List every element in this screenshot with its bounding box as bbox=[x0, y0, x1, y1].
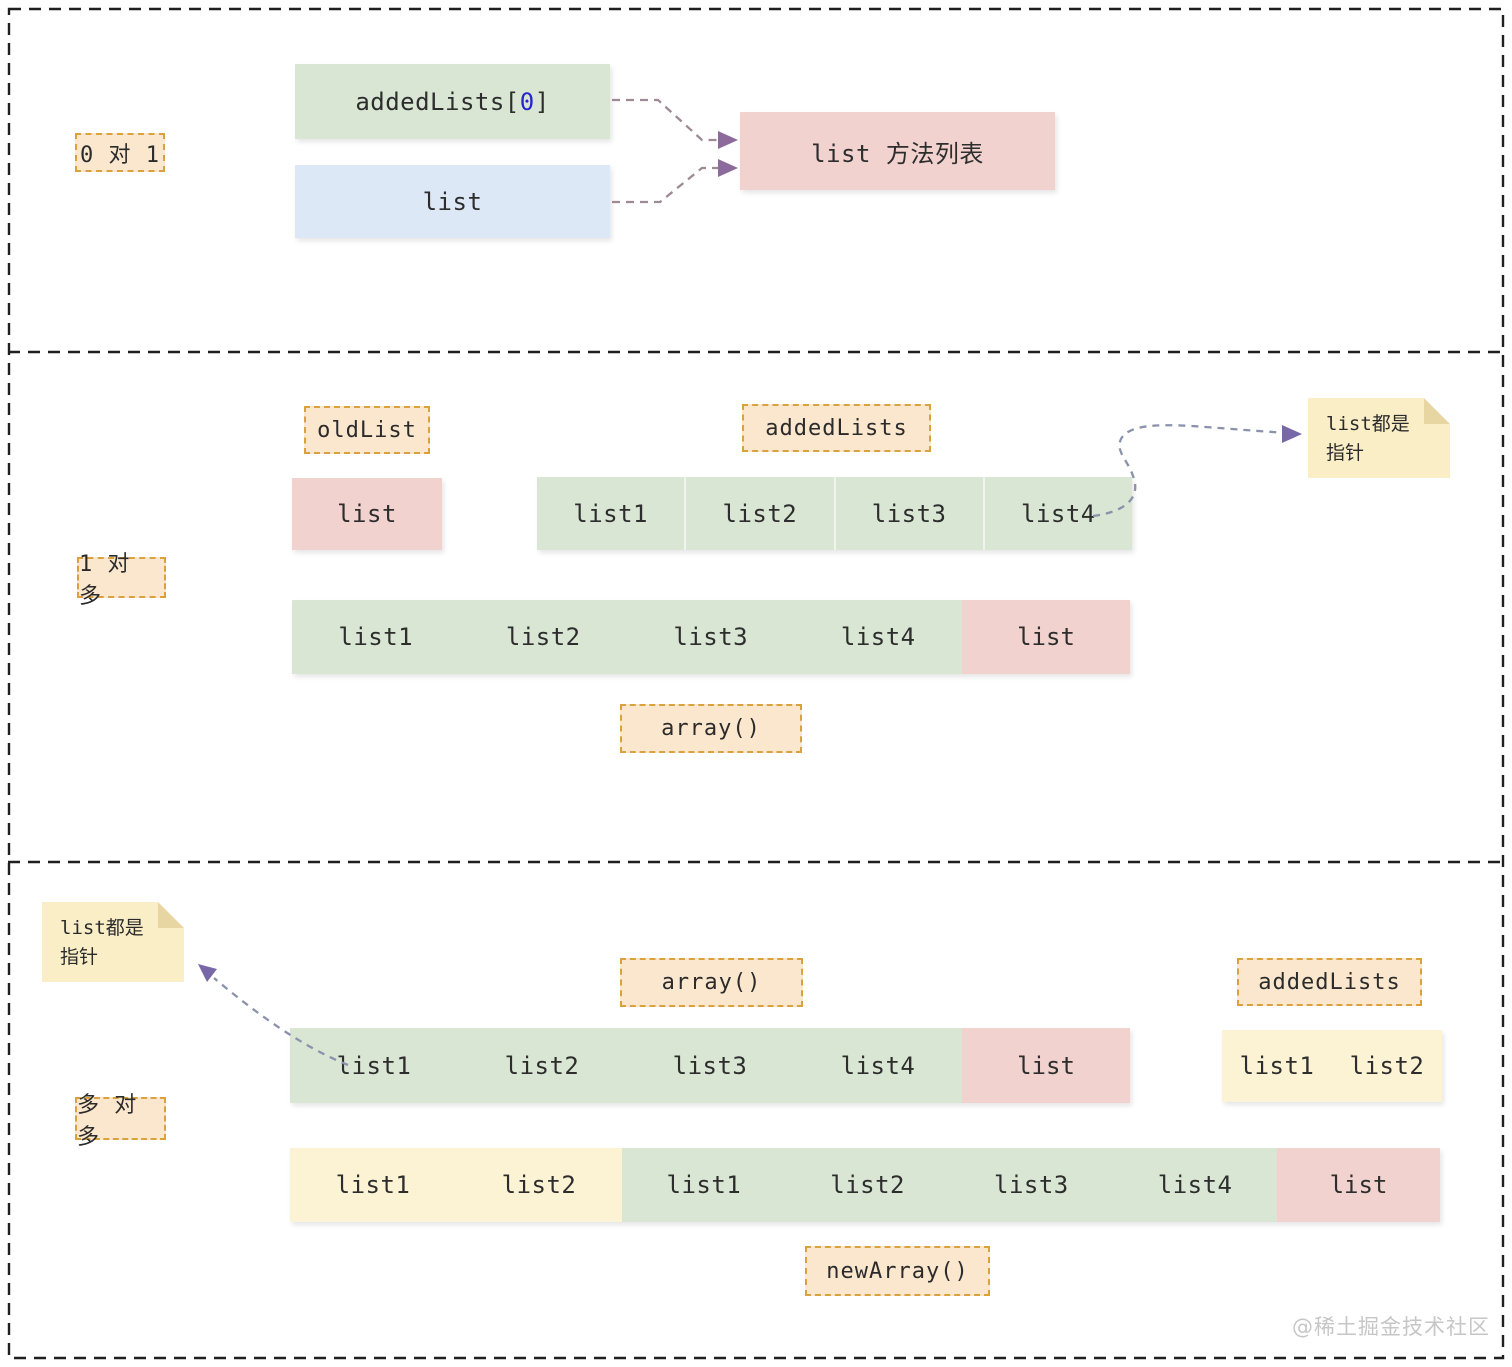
array-cell-pink: list bbox=[1277, 1148, 1440, 1222]
added-lists-0-suffix: ] bbox=[534, 87, 550, 116]
added-lists-0-prefix: addedLists[ bbox=[355, 87, 520, 116]
pointer-note-s2-line2: 指针 bbox=[1326, 442, 1365, 465]
addedlists-label-s3: addedLists bbox=[1258, 969, 1401, 995]
array-cell-pink: list bbox=[962, 600, 1130, 674]
list-box-s2: list bbox=[292, 478, 442, 550]
arrowhead-icon bbox=[198, 964, 217, 982]
addedlists-label-box-s3: addedLists bbox=[1237, 958, 1422, 1006]
added-lists-0-index: 0 bbox=[519, 87, 535, 116]
section1-tag: 0 对 1 bbox=[75, 133, 165, 172]
array-fn-label-box-s2: array() bbox=[620, 704, 802, 753]
arrow-list-to-method bbox=[612, 166, 730, 204]
arrowhead-icon bbox=[718, 131, 738, 149]
arrow-addedlists0-to-method bbox=[612, 98, 730, 142]
array-cell: list2 bbox=[830, 1171, 905, 1199]
oldlist-label: oldList bbox=[317, 417, 417, 443]
added-lists-0-box: addedLists[0] bbox=[295, 64, 610, 139]
array-cell: list1 bbox=[335, 1171, 411, 1199]
array-cell: list1 bbox=[338, 623, 414, 651]
list-method-label: list 方法列表 bbox=[811, 139, 984, 168]
addedlists-array-s3: list1 list2 bbox=[1222, 1030, 1442, 1102]
arrowhead-icon bbox=[718, 159, 738, 177]
section2-tag: 1 对 多 bbox=[77, 552, 166, 609]
array-cell: list4 bbox=[1157, 1171, 1233, 1199]
array-cell: list2 bbox=[1349, 1052, 1425, 1080]
array-cell: list2 bbox=[501, 1171, 577, 1199]
array-cell: list3 bbox=[673, 623, 749, 651]
array-cell: list2 bbox=[686, 477, 836, 550]
addedlists-label-box-s2: addedLists bbox=[742, 404, 931, 452]
addedlists-label-s2: addedLists bbox=[765, 415, 908, 441]
section1-tag-label: 0 对 1 bbox=[80, 142, 160, 168]
array-cell: list1 bbox=[537, 477, 687, 550]
array-cell: list1 bbox=[336, 1051, 412, 1080]
array-cell: list1 bbox=[1239, 1052, 1315, 1080]
pointer-note-s3: list都是 指针 bbox=[42, 902, 184, 982]
list-box-s1-label: list bbox=[422, 187, 483, 216]
array-cell: list4 bbox=[840, 623, 916, 651]
list-box-s1: list bbox=[295, 165, 610, 238]
newarray-fn-label-box: newArray() bbox=[805, 1246, 990, 1296]
oldlist-label-box: oldList bbox=[304, 406, 430, 454]
array-cell: list2 bbox=[505, 623, 581, 651]
note-fold bbox=[158, 902, 184, 928]
array-fn-label-s3: array() bbox=[661, 970, 762, 995]
array-cell: list3 bbox=[836, 477, 985, 550]
array-fn-label-s2: array() bbox=[661, 716, 761, 741]
added-lists-0-label: addedLists[0] bbox=[355, 88, 549, 116]
section3-tag-label: 多 对 多 bbox=[77, 1092, 138, 1150]
list-box-s2-label: list bbox=[337, 500, 397, 528]
array-cell-pink: list bbox=[962, 1028, 1130, 1103]
newarray-fn-label: newArray() bbox=[826, 1258, 969, 1284]
new-array-s3: list1 list2 list1 list2 list3 list4 list bbox=[290, 1148, 1440, 1222]
array-cell: list4 bbox=[840, 1051, 916, 1080]
array-cell: list3 bbox=[994, 1171, 1069, 1199]
addedlists-array-s2: list1 list2 list3 list4 bbox=[537, 477, 1132, 550]
array-cell: list3 bbox=[672, 1051, 748, 1080]
merged-array-s2: list1 list2 list3 list4 list bbox=[292, 600, 1130, 674]
arrowhead-icon bbox=[1282, 425, 1302, 443]
array-fn-label-box-s3: array() bbox=[620, 958, 803, 1007]
merged-array-s3-upper: list1 list2 list3 list4 list bbox=[290, 1028, 1130, 1103]
array-cell: list4 bbox=[1021, 499, 1096, 528]
array-cell: list2 bbox=[504, 1051, 580, 1080]
array-cell: list1 bbox=[666, 1171, 742, 1199]
note-fold bbox=[1424, 398, 1450, 424]
section3-tag: 多 对 多 bbox=[75, 1093, 166, 1150]
section2-tag-label: 1 对 多 bbox=[79, 551, 131, 609]
watermark: @稀土掘金技术社区 bbox=[1292, 1315, 1490, 1339]
pointer-note-s2: list都是 指针 bbox=[1308, 398, 1450, 478]
list-method-box: list 方法列表 bbox=[740, 112, 1055, 190]
pointer-note-s3-line2: 指针 bbox=[60, 946, 99, 969]
